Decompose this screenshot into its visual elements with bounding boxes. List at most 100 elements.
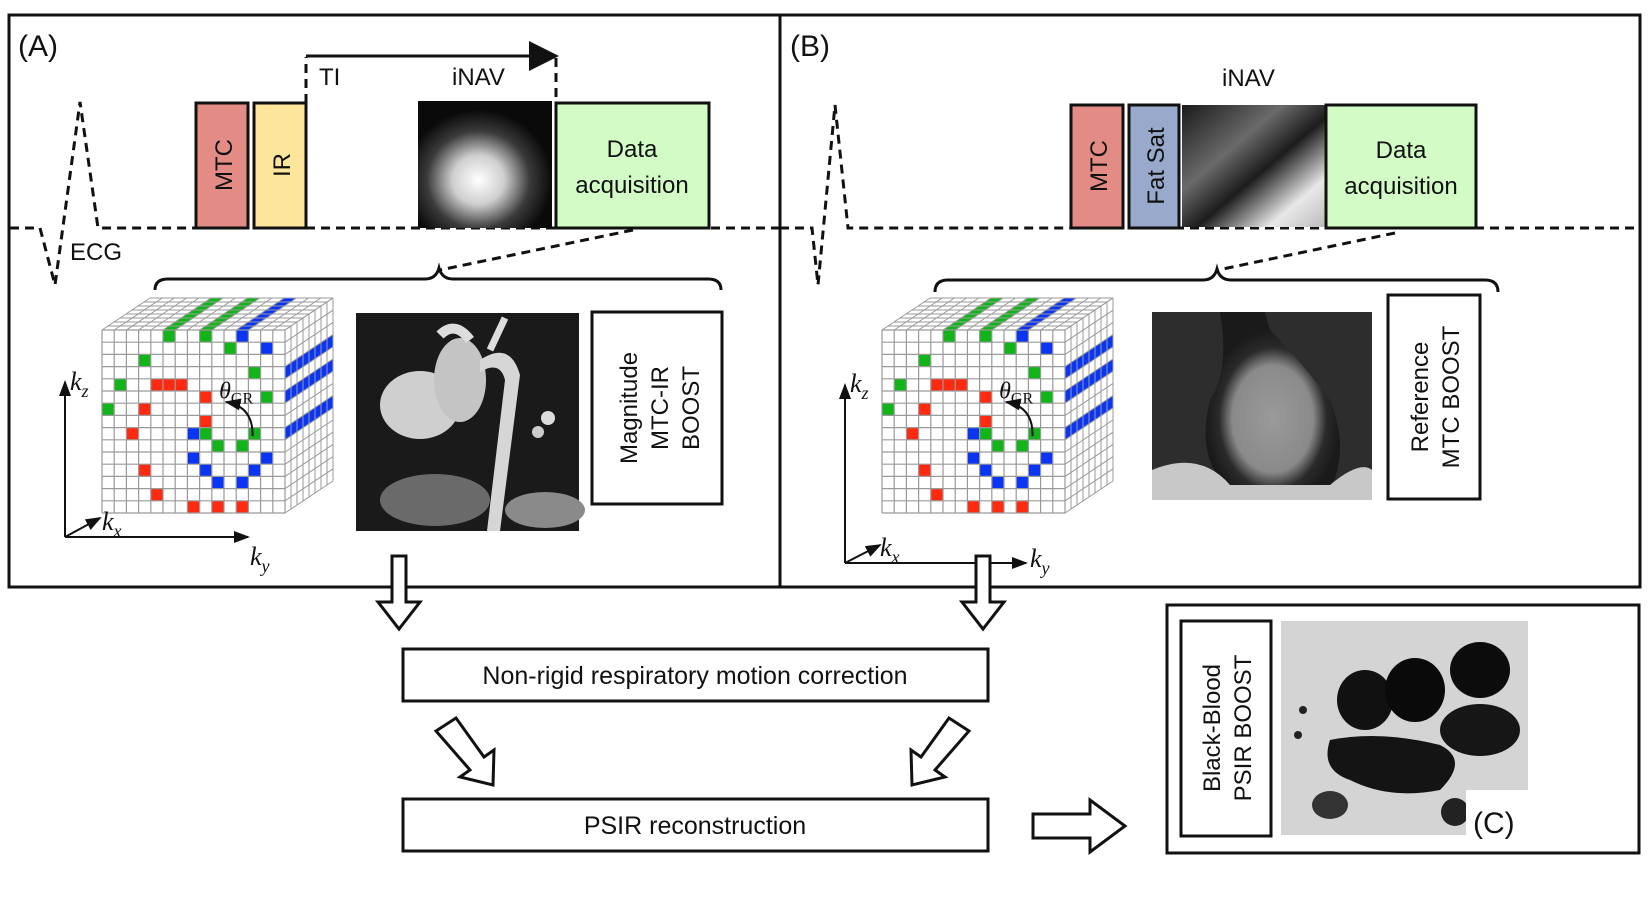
kspace-sample	[967, 452, 980, 465]
kspace-sample	[150, 378, 163, 391]
kspace-cube-b: θGR	[881, 297, 1114, 514]
kspace-sample	[1040, 391, 1053, 404]
result-box-c	[1179, 619, 1273, 838]
psir-reconstruction-label: PSIR reconstruction	[584, 812, 806, 840]
psir-reconstruction-box	[401, 797, 990, 853]
result-a-line2: MTC-IR	[647, 366, 674, 450]
kspace-sample	[1040, 452, 1053, 465]
pipeline: Non-rigid respiratory motion correction …	[374, 554, 1128, 855]
kspace-sample	[211, 439, 224, 452]
inav-image-b	[1182, 105, 1326, 227]
kspace-sample	[138, 403, 151, 416]
motion-correction-box	[401, 647, 990, 703]
curly-brace-a	[153, 262, 723, 291]
kspace-sample	[1016, 476, 1029, 489]
kspace-sample	[991, 439, 1004, 452]
inav-image-a	[418, 101, 552, 228]
kspace-sample	[979, 391, 992, 404]
kspace-sample	[150, 488, 163, 501]
theta-arc	[1004, 398, 1034, 437]
fatsat-label: Fat Sat	[1143, 127, 1170, 205]
result-b-line1: Reference	[1407, 342, 1434, 453]
kspace-sample	[199, 415, 212, 428]
magnitude-image	[356, 313, 585, 531]
data-acq-line2-b: acquisition	[1344, 173, 1457, 200]
kx-label-b: kx	[880, 533, 900, 567]
data-acq-line1-a: Data	[607, 136, 658, 163]
down-arrow-right	[958, 554, 1008, 632]
motion-correction-label: Non-rigid respiratory motion correction	[482, 662, 907, 690]
kspace-sample	[199, 464, 212, 477]
kspace-sample	[979, 415, 992, 428]
result-c-line1: Black-Blood	[1199, 664, 1226, 792]
kspace-sample	[967, 427, 980, 440]
kspace-sample	[236, 439, 249, 452]
panel-c: Black-Blood PSIR BOOST (C)	[1165, 603, 1641, 855]
kspace-sample	[894, 378, 907, 391]
result-c-line2: PSIR BOOST	[1230, 654, 1257, 801]
theta-arc	[224, 398, 254, 437]
kspace-sample	[211, 500, 224, 513]
inav-label-a: iNAV	[452, 64, 505, 91]
reference-image	[1152, 312, 1372, 500]
kspace-sample	[991, 476, 1004, 489]
kspace-sample	[175, 378, 188, 391]
panel-c-label-bg	[1466, 790, 1528, 835]
kspace-sample	[260, 391, 273, 404]
kspace-sample	[1016, 500, 1029, 513]
kspace-sample	[236, 330, 249, 343]
result-a-line3: BOOST	[678, 366, 705, 450]
panel-b-frame	[778, 13, 1642, 589]
ir-label: IR	[269, 153, 296, 177]
kspace-sample	[918, 464, 931, 477]
panel-b-label: (B)	[790, 30, 830, 63]
kspace-sample	[248, 366, 261, 379]
kspace-sample	[236, 476, 249, 489]
kx-axis-b	[844, 544, 882, 564]
right-arrow	[1031, 797, 1128, 855]
kspace-sample	[187, 427, 200, 440]
theta-gr-label: θGR	[219, 378, 253, 407]
kspace-sample	[906, 427, 919, 440]
kspace-sample	[1004, 342, 1017, 355]
kspace-cube-a: θGR	[101, 297, 334, 514]
black-blood-image	[1281, 621, 1528, 835]
kspace-sample	[114, 378, 127, 391]
mtc-block	[194, 101, 250, 230]
inav-label-b: iNAV	[1222, 65, 1275, 92]
kspace-sample	[882, 403, 895, 416]
panel-a-label: (A)	[18, 30, 58, 63]
kspace-sample	[138, 464, 151, 477]
ti-label: TI	[319, 64, 340, 91]
panel-a: (A) ECG MTC IR TI iNAV Data acquisition …	[10, 30, 780, 576]
kspace-sample	[248, 464, 261, 477]
zoom-dashed-line-a	[439, 228, 634, 272]
kspace-sample	[260, 342, 273, 355]
result-a-line1: Magnitude	[616, 352, 643, 464]
kspace-sample	[138, 354, 151, 367]
kspace-sample	[967, 500, 980, 513]
kspace-sample	[943, 330, 956, 343]
result-box-a	[590, 310, 724, 506]
kspace-sample	[955, 378, 968, 391]
kspace-sample	[1028, 464, 1041, 477]
data-acquisition-block-b	[1324, 103, 1478, 230]
kspace-sample	[943, 378, 956, 391]
data-acq-line2-a: acquisition	[575, 172, 688, 199]
diag-arrow-right	[909, 715, 972, 787]
kspace-sample	[1028, 366, 1041, 379]
kx-label-a: kx	[102, 507, 122, 541]
result-box-b	[1386, 293, 1482, 501]
curly-brace-b	[933, 263, 1500, 293]
kspace-sample	[187, 500, 200, 513]
zoom-dashed-line-b	[1217, 231, 1396, 272]
kz-label-b: kz	[850, 369, 869, 403]
kspace-sample	[930, 378, 943, 391]
kspace-sample	[236, 500, 249, 513]
kspace-sample	[1016, 330, 1029, 343]
mtc-block-b	[1069, 103, 1125, 230]
kspace-sample	[199, 330, 212, 343]
kspace-sample	[211, 476, 224, 489]
fatsat-block	[1127, 103, 1181, 230]
mtc-label: MTC	[211, 139, 238, 191]
